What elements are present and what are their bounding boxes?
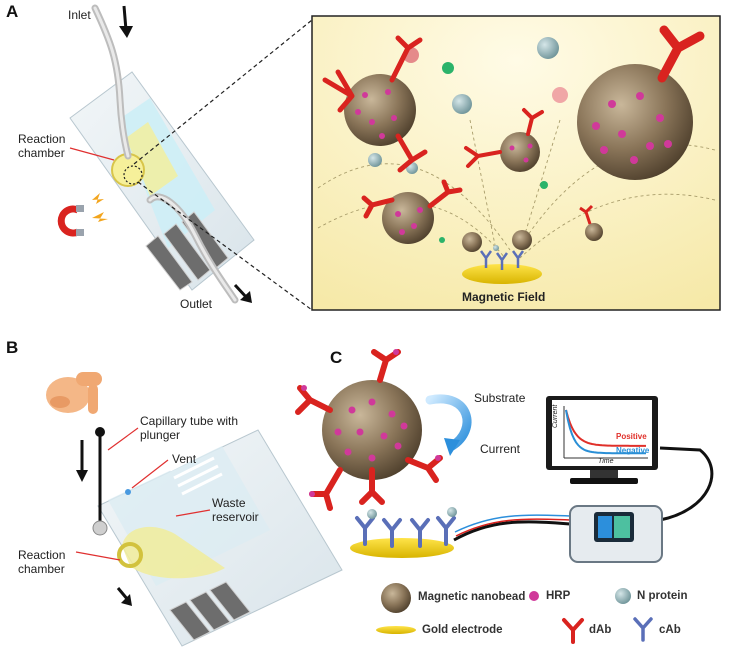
reaction-chamber-label-b-2: chamber (18, 562, 65, 576)
panel-c (295, 349, 714, 563)
panel-letter-c: C (330, 348, 343, 367)
legend-gold-electrode: Gold electrode (422, 624, 503, 636)
bead-medium (361, 108, 544, 244)
plot-xlabel: Time (598, 458, 614, 465)
potentiostat-icon (569, 505, 663, 563)
vent-label: Vent (172, 452, 197, 466)
capillary-label-2: plunger (140, 428, 181, 442)
legend-nprotein-swatch (615, 588, 631, 604)
monitor-icon (546, 396, 658, 484)
magnetic-field-caption: Magnetic Field (462, 290, 546, 304)
plot-legend-positive: Positive (616, 432, 647, 441)
plot-legend-negative: Negative (616, 446, 650, 455)
bead-large-left (322, 35, 428, 173)
panel-letter-b: B (6, 338, 19, 357)
positive-curve (565, 409, 646, 447)
magnet-icon (57, 193, 108, 237)
reaction-chamber-label-a-2: chamber (18, 146, 65, 160)
substrate-label: Substrate (474, 391, 526, 405)
reaction-chamber-label-a-1: Reaction (18, 132, 66, 146)
legend-gold-swatch (376, 626, 416, 634)
current-label: Current (480, 442, 521, 456)
legend-dab-swatch (562, 618, 584, 644)
waste-label-1: Waste (212, 496, 246, 510)
panel-a-inset (311, 15, 721, 311)
panel-a-chip (57, 4, 313, 311)
negative-curve (565, 409, 646, 455)
capillary-label-1: Capillary tube with (140, 414, 239, 428)
legend-cab: cAb (659, 624, 681, 636)
legend-bead-swatch (381, 583, 411, 613)
legend-cab-swatch (633, 617, 653, 642)
reaction-chamber-label-b-1: Reaction (18, 548, 66, 562)
panel-b (46, 372, 343, 647)
legend-dab: dAb (589, 624, 612, 636)
legend-magnetic-nanobead: Magnetic nanobead (418, 591, 526, 603)
legend-hrp-swatch (529, 591, 539, 601)
arrow-icon (119, 26, 133, 38)
legend-hrp: HRP (546, 590, 571, 602)
legend-n-protein: N protein (637, 590, 688, 602)
outlet-label: Outlet (180, 297, 213, 311)
waste-label-2: reservoir (212, 510, 259, 524)
hand-icon (46, 372, 102, 414)
panel-letter-a: A (6, 2, 19, 21)
inlet-label: Inlet (68, 8, 91, 22)
